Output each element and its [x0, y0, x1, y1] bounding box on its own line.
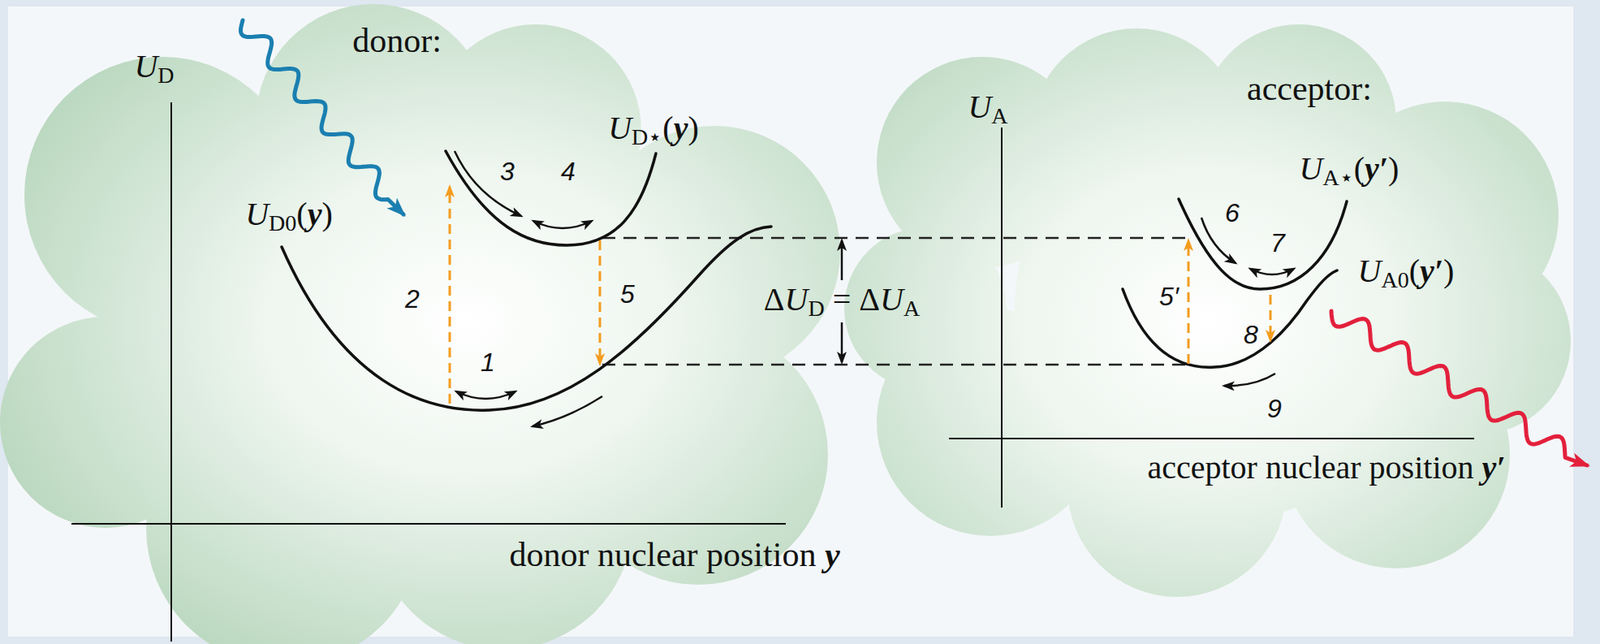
- callout-number: 2: [405, 284, 420, 315]
- text-run: 6: [1224, 198, 1240, 228]
- text-run: (: [296, 195, 307, 233]
- axis-label: UA: [967, 88, 1008, 130]
- text-run: y: [673, 109, 689, 147]
- axis-label: UD0(y): [245, 195, 333, 237]
- axis-label: ΔUD = ΔUA: [763, 280, 920, 322]
- text-run: y′: [1364, 150, 1389, 187]
- text-run: A: [991, 103, 1008, 129]
- text-run: donor:: [352, 21, 442, 60]
- callout-number: 7: [1270, 228, 1286, 259]
- text-run: D⋆: [631, 124, 663, 150]
- text-run: acceptor:: [1246, 69, 1372, 108]
- text-run: ): [687, 109, 699, 147]
- text-run: 1: [480, 347, 496, 377]
- text-run: U: [133, 47, 158, 85]
- text-run: U: [245, 195, 269, 233]
- text-run: 4: [560, 156, 576, 186]
- axis-label: acceptor:: [1246, 69, 1372, 108]
- text-run: y′: [1419, 252, 1444, 289]
- text-run: (: [662, 109, 673, 147]
- callout-number: 9: [1267, 393, 1282, 424]
- axis-label: donor:: [352, 21, 442, 61]
- text-run: 2: [405, 284, 420, 314]
- text-run: (: [1409, 252, 1420, 289]
- axis-label: acceptor nuclear position y′: [1147, 448, 1506, 487]
- callout-number: 4: [560, 156, 576, 187]
- text-run: A⋆: [1322, 164, 1354, 190]
- text-run: ): [1443, 252, 1454, 289]
- emitted-photon: [1331, 310, 1588, 466]
- text-run: D0: [268, 210, 297, 236]
- process-arrows: [454, 150, 1294, 427]
- potential-curves: [281, 150, 1347, 410]
- text-run: acceptor nuclear position: [1147, 448, 1482, 486]
- callout-number: 5: [620, 279, 635, 310]
- donor-cloud: [0, 0, 849, 644]
- text-run: y′: [1482, 448, 1506, 486]
- axis-label: UD: [133, 47, 174, 89]
- text-run: y: [824, 535, 841, 574]
- callout-number: 5′: [1159, 281, 1179, 312]
- text-run: 8: [1243, 319, 1259, 350]
- text-run: U: [784, 280, 809, 318]
- axes: [71, 102, 1475, 642]
- text-run: U: [1299, 150, 1324, 187]
- text-run: U: [1358, 252, 1382, 289]
- text-run: ): [321, 195, 333, 233]
- text-run: y: [307, 195, 323, 233]
- text-run: 7: [1270, 228, 1286, 258]
- text-run: U: [967, 88, 992, 126]
- text-run: ): [1388, 150, 1399, 187]
- text-run: = Δ: [824, 280, 880, 318]
- transition-arrows: [449, 186, 1271, 404]
- axis-label: donor nuclear position y: [508, 534, 840, 574]
- axis-label: UA0(y′): [1358, 252, 1455, 294]
- level-lines: [602, 237, 1189, 365]
- axis-label: UD⋆(y): [608, 109, 699, 151]
- text-run: donor nuclear position: [508, 535, 824, 574]
- text-run: 9: [1267, 393, 1282, 423]
- callout-number: 6: [1224, 198, 1240, 229]
- text-run: 3: [500, 156, 515, 186]
- text-run: A: [903, 295, 920, 321]
- text-run: Δ: [763, 280, 785, 318]
- callout-number: 1: [480, 347, 496, 378]
- text-run: U: [879, 280, 904, 318]
- text-run: U: [608, 109, 632, 147]
- acceptor-cloud: [815, 0, 1600, 644]
- text-run: A0: [1380, 267, 1409, 293]
- text-run: D: [157, 62, 174, 88]
- text-run: 5′: [1159, 281, 1179, 311]
- callout-number: 8: [1243, 319, 1259, 350]
- text-run: D: [807, 295, 824, 321]
- text-run: (: [1354, 150, 1365, 187]
- callout-number: 3: [500, 156, 515, 187]
- text-run: 5: [620, 279, 635, 309]
- axis-label: UA⋆(y′): [1299, 150, 1400, 191]
